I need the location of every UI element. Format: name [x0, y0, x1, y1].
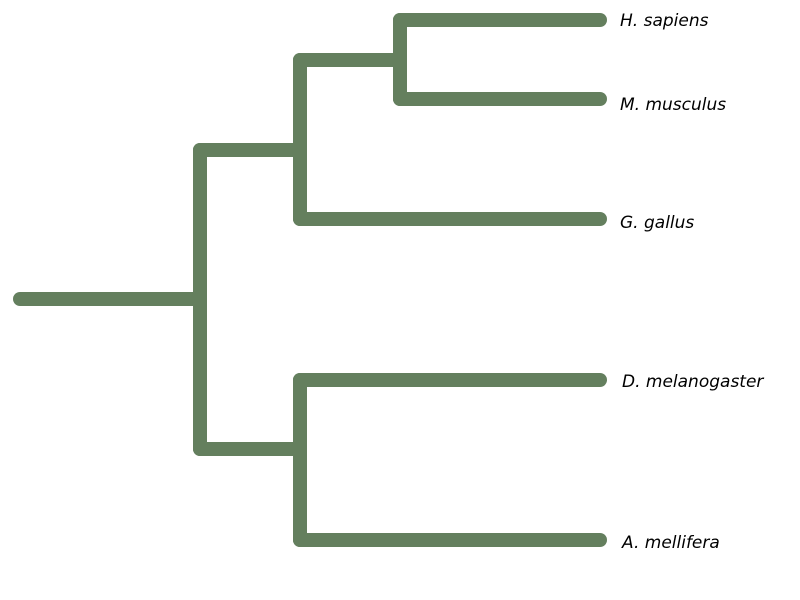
- leaf-label-h-sapiens: H. sapiens: [620, 11, 709, 31]
- leaf-label-m-musculus: M. musculus: [620, 95, 726, 115]
- leaf-label-a-mellifera: A. mellifera: [621, 533, 720, 553]
- tree-branches: [13, 13, 607, 547]
- leaf-labels: H. sapiens M. musculus G. gallus D. mela…: [620, 11, 764, 553]
- leaf-label-d-melanogaster: D. melanogaster: [622, 372, 764, 392]
- leaf-label-g-gallus: G. gallus: [620, 213, 694, 233]
